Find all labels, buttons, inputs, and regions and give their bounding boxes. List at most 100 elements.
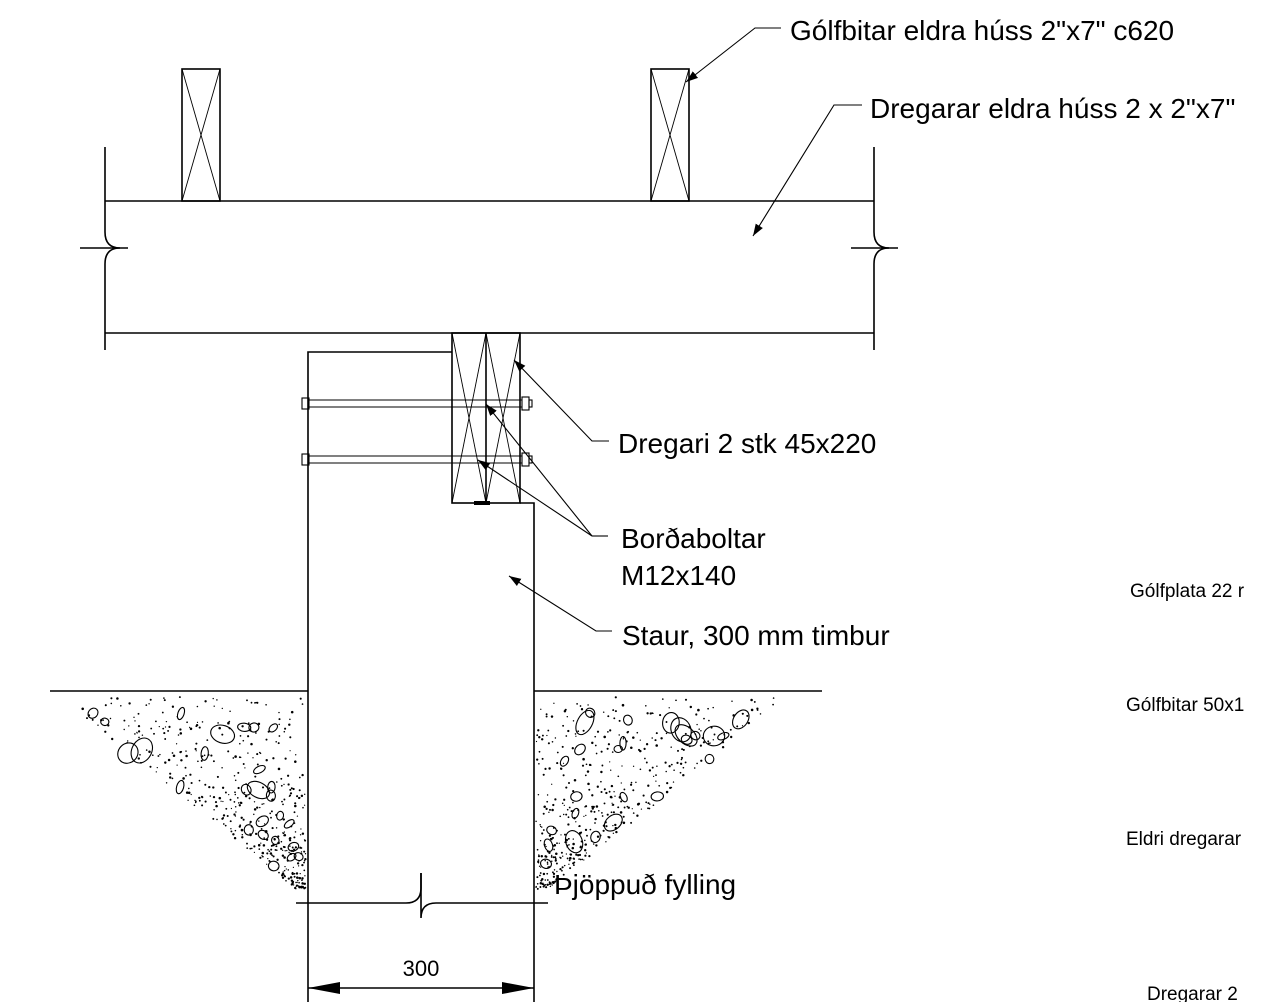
fill-dot (253, 801, 256, 803)
fill-dot (236, 797, 239, 799)
fill-dot (568, 844, 570, 846)
fill-dot (565, 813, 568, 816)
fill-dot (689, 705, 693, 709)
fill-dot (556, 751, 559, 754)
fill-dot (681, 748, 684, 751)
fill-dot (168, 725, 171, 729)
fill-dot (283, 798, 286, 801)
fill-dot (265, 738, 268, 741)
fill-dot (270, 844, 273, 847)
fill-dot (585, 763, 588, 766)
fill-dot (693, 767, 696, 769)
fill-dot (584, 806, 586, 808)
fill-dot (233, 774, 236, 777)
fill-dot (623, 806, 626, 809)
fill-dot (232, 833, 235, 836)
fill-dot (572, 857, 575, 860)
fill-dot (301, 877, 304, 880)
fill-dot (268, 850, 271, 853)
fill-dot (541, 734, 544, 737)
fill-dot (275, 741, 278, 743)
fill-dot (137, 724, 141, 728)
fill-dot (553, 844, 557, 847)
fill-dot (299, 834, 302, 836)
fill-dot (592, 843, 595, 845)
fill-dot (218, 726, 221, 730)
fill-dot (272, 855, 275, 858)
fill-dot (81, 707, 84, 711)
fill-dot (541, 826, 543, 828)
fill-dot (165, 782, 168, 784)
fill-dot (629, 783, 633, 786)
fill-dot (167, 758, 171, 762)
fill-dot (595, 752, 598, 755)
fill-dot (270, 848, 273, 851)
fill-dot (626, 805, 629, 808)
fill-dot (682, 766, 685, 769)
fill-dot (278, 723, 280, 726)
fill-dot (288, 795, 291, 797)
fill-dot (612, 824, 614, 827)
fill-dot (208, 785, 211, 789)
fill-dot (256, 763, 259, 766)
fill-dot (150, 727, 153, 730)
fill-dot (232, 757, 235, 759)
fill-pebble (268, 723, 279, 733)
fill-dot (636, 814, 639, 817)
fill-dot (288, 836, 292, 840)
leader-bolts (477, 403, 608, 537)
fill-dot (673, 769, 675, 771)
fill-pebble (237, 722, 252, 732)
fill-dot (593, 810, 596, 813)
fill-dot (200, 766, 203, 769)
fill-dot (137, 757, 140, 760)
fill-dot (283, 869, 286, 872)
fill-dot (97, 724, 99, 726)
fill-dot (247, 752, 249, 754)
fill-dot (540, 708, 542, 710)
fill-dot (587, 782, 590, 786)
fill-dot (234, 755, 237, 758)
fill-dot (153, 732, 155, 735)
label-bolts-line1: Borðaboltar (621, 523, 766, 554)
fill-dot (552, 856, 555, 859)
fill-dot (294, 886, 297, 890)
fill-dot (571, 747, 574, 750)
fill-dot (598, 810, 600, 812)
fill-dot (544, 859, 546, 862)
fill-dot (123, 728, 125, 731)
fill-dot (275, 827, 278, 829)
fill-dot (240, 756, 242, 759)
fill-dot (575, 853, 578, 856)
fill-dot (303, 804, 306, 806)
fill-dot (547, 729, 550, 732)
fill-dot (580, 831, 583, 834)
fill-dot (229, 820, 232, 823)
fill-dot (565, 838, 569, 842)
fill-dot (281, 872, 285, 876)
fill-dot (591, 807, 594, 810)
fill-dot (585, 814, 587, 817)
fill-dot (283, 730, 286, 733)
fill-dot (282, 803, 284, 806)
fill-dot (297, 879, 299, 882)
fill-pebble (590, 830, 601, 844)
label-floor-plate-partial: Gólfplata 22 r (1130, 581, 1245, 602)
fill-pebble (253, 764, 266, 775)
fill-dot (548, 808, 552, 811)
label-new-beam: Dregari 2 stk 45x220 (618, 428, 876, 459)
fill-dot (204, 783, 207, 786)
fill-dot (631, 808, 633, 810)
fill-dot (588, 788, 591, 791)
fill-pebble (271, 835, 280, 846)
fill-dot (565, 786, 568, 789)
fill-dot (545, 807, 548, 811)
fill-dot (212, 795, 216, 799)
fill-dot (180, 750, 183, 753)
fill-dot (573, 779, 577, 782)
fill-dot (581, 764, 585, 767)
fill-dot (149, 765, 152, 768)
fill-dot (566, 808, 569, 811)
fill-dot (296, 862, 300, 865)
fill-dot (578, 853, 582, 857)
